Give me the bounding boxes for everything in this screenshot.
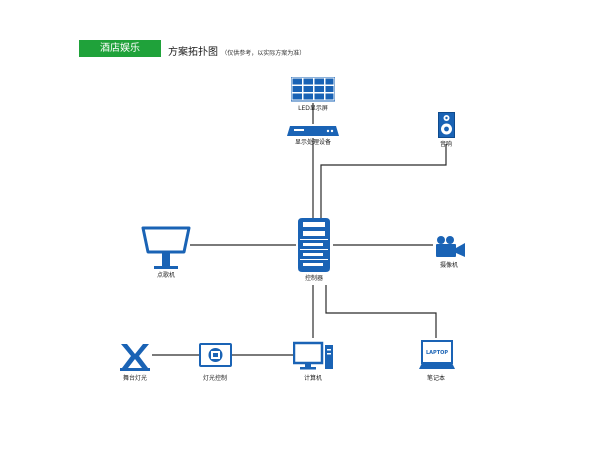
camera-label: 摄像机: [439, 262, 459, 269]
laptop-screen-text: LAPTOP: [426, 350, 448, 356]
category-badge: 酒店娱乐: [79, 40, 161, 57]
speaker-icon: [438, 112, 455, 138]
display-processor-label: 显示处理设备: [294, 139, 332, 146]
led-screen-icon: [291, 77, 335, 102]
camera-icon: [436, 236, 465, 257]
light-control: [199, 343, 232, 367]
speaker-label: 音响: [439, 141, 453, 148]
computer-icon: [293, 341, 333, 370]
led-screen-label: LED显示屏: [298, 105, 328, 112]
led-screen: [291, 77, 335, 103]
light-control-label: 灯光控制: [202, 375, 228, 382]
laptop-icon: LAPTOP: [419, 340, 455, 369]
light-control-icon: [199, 343, 232, 367]
stage-light: [119, 342, 151, 372]
stage-light-label: 舞台灯光: [122, 375, 148, 382]
laptop-label: 笔记本: [426, 375, 446, 382]
speaker: [438, 112, 455, 138]
link-speaker-controller: [320, 144, 447, 220]
title-text: 方案拓扑图: [168, 47, 218, 58]
page-title: 方案拓扑图 （仅供参考，以实际方案为准）: [168, 43, 305, 58]
karaoke-terminal-label: 点歌机: [156, 272, 176, 279]
karaoke-terminal-icon: [141, 226, 191, 269]
camera: [433, 235, 467, 259]
karaoke-terminal: [139, 226, 193, 270]
title-note: （仅供参考，以实际方案为准）: [221, 50, 306, 57]
computer: [293, 341, 335, 371]
link-controller-laptop: [325, 285, 437, 338]
display-processor: [286, 124, 340, 138]
controller-label: 控制器: [304, 275, 324, 282]
laptop: LAPTOP: [418, 340, 456, 372]
controller: [295, 218, 333, 272]
display-processor-icon: [287, 126, 339, 136]
stage-light-icon: [120, 344, 150, 371]
computer-label: 计算机: [303, 375, 323, 382]
controller-icon: [298, 218, 330, 272]
